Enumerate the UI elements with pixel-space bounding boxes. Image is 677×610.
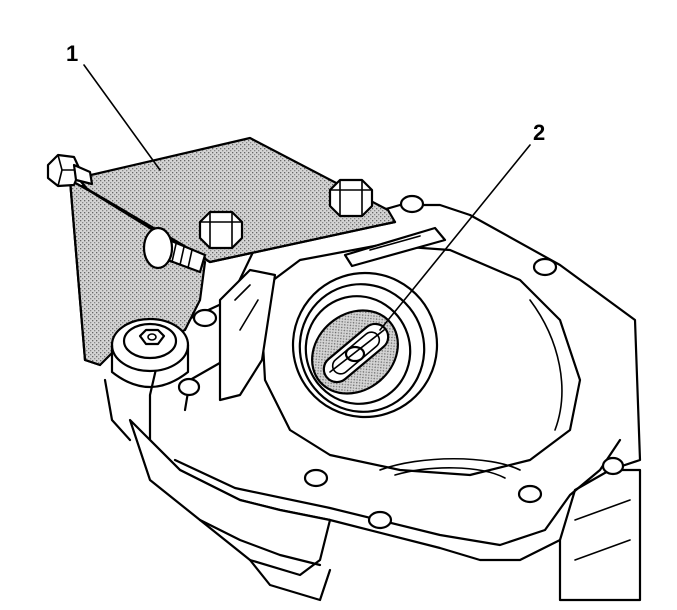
flange-bolt-holes xyxy=(177,194,625,530)
bolt-middle xyxy=(198,210,244,250)
bolt-hole xyxy=(367,510,393,530)
callout-2: 2 xyxy=(533,120,545,145)
leader-lines xyxy=(83,64,531,331)
bolt-hole xyxy=(303,468,329,488)
slotted-plug xyxy=(311,309,399,395)
bolt-hole xyxy=(177,377,201,397)
left-boss xyxy=(103,317,190,442)
bolt-hole xyxy=(192,308,218,328)
bolt-hole xyxy=(601,456,625,476)
bracket-bolts xyxy=(46,153,374,274)
callout-1: 1 xyxy=(66,41,78,66)
bolt-left xyxy=(46,153,94,188)
bolt-hole xyxy=(532,257,558,277)
leader-line-2 xyxy=(379,144,531,331)
bolt-hole xyxy=(517,484,543,504)
bolt-hole xyxy=(399,194,425,214)
leader-line-1 xyxy=(83,64,161,171)
mounting-bracket xyxy=(68,136,397,367)
threaded-stud xyxy=(142,226,207,274)
bolt-right xyxy=(328,178,374,218)
top-pad xyxy=(343,226,447,268)
